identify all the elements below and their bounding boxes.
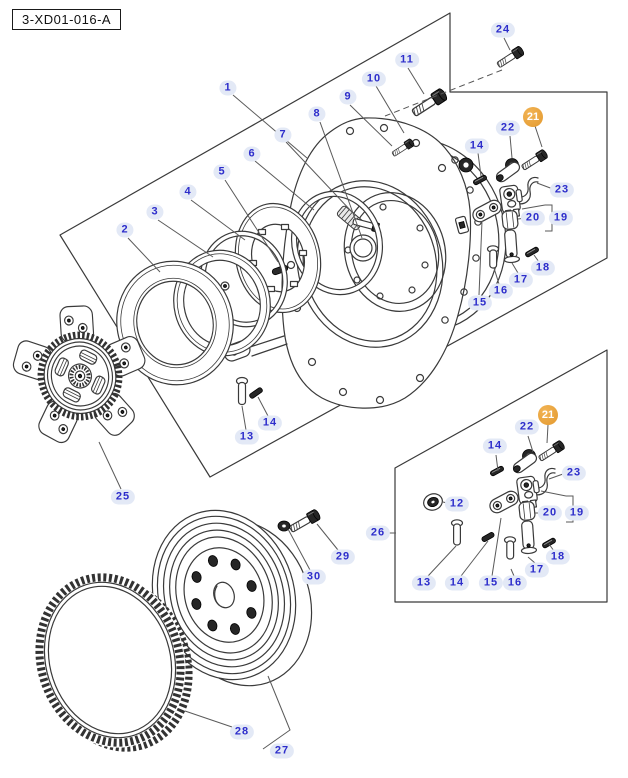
- part-label-16[interactable]: 16: [488, 283, 514, 299]
- part-label-14[interactable]: 14: [464, 138, 490, 154]
- bolt-24-axis-line: [384, 69, 503, 117]
- part-label-25[interactable]: 25: [110, 489, 136, 505]
- part-label-26[interactable]: 26: [365, 525, 391, 541]
- washer-30-drawing: [277, 520, 291, 532]
- part-label-18[interactable]: 18: [530, 260, 556, 276]
- part-label-19[interactable]: 19: [564, 505, 590, 521]
- part-label-27[interactable]: 27: [269, 743, 295, 759]
- part-label-21-highlighted[interactable]: 21: [523, 107, 543, 127]
- part-label-24[interactable]: 24: [490, 22, 516, 38]
- part-label-1[interactable]: 1: [219, 80, 237, 96]
- part-label-12[interactable]: 12: [444, 496, 470, 512]
- part-label-4[interactable]: 4: [179, 184, 197, 200]
- part-label-23[interactable]: 23: [561, 465, 587, 481]
- ring-gear-drawing: [34, 572, 193, 752]
- pin-14-drawing: [249, 387, 263, 399]
- part-label-18[interactable]: 18: [545, 549, 571, 565]
- part-label-14[interactable]: 14: [482, 438, 508, 454]
- part-label-19[interactable]: 19: [548, 210, 574, 226]
- part-label-17[interactable]: 17: [508, 272, 534, 288]
- seal-12-drawing: [423, 493, 443, 511]
- part-label-2[interactable]: 2: [116, 222, 134, 238]
- part-label-23[interactable]: 23: [549, 182, 575, 198]
- part-label-5[interactable]: 5: [213, 164, 231, 180]
- part-label-22[interactable]: 22: [514, 419, 540, 435]
- part-label-8[interactable]: 8: [308, 106, 326, 122]
- flywheel-drawing: [151, 509, 313, 687]
- part-label-16[interactable]: 16: [502, 575, 528, 591]
- part-label-30[interactable]: 30: [301, 569, 327, 585]
- part-label-14[interactable]: 14: [257, 415, 283, 431]
- part-label-29[interactable]: 29: [330, 549, 356, 565]
- part-label-17[interactable]: 17: [524, 562, 550, 578]
- part-label-7[interactable]: 7: [274, 127, 292, 143]
- drawing-number-box: 3-XD01-016-A: [12, 9, 122, 30]
- leader-lines: [98, 37, 574, 750]
- part-label-9[interactable]: 9: [339, 89, 357, 105]
- detail-view-frame: [394, 349, 608, 603]
- bolt-13-drawing: [235, 376, 249, 406]
- pressure-ring-drawing: [116, 260, 234, 386]
- drawing-number: 3-XD01-016-A: [22, 12, 112, 27]
- clutch-disc-drawing: [12, 305, 146, 444]
- part-label-28[interactable]: 28: [229, 724, 255, 740]
- part-label-22[interactable]: 22: [495, 120, 521, 136]
- part-label-3[interactable]: 3: [146, 204, 164, 220]
- part-label-20[interactable]: 20: [520, 210, 546, 226]
- part-label-14[interactable]: 14: [444, 575, 470, 591]
- part-label-6[interactable]: 6: [243, 146, 261, 162]
- part-label-20[interactable]: 20: [537, 505, 563, 521]
- part-label-11[interactable]: 11: [395, 52, 419, 68]
- main-view-frame: [59, 12, 608, 478]
- release-cluster-lower-drawing: [423, 440, 565, 559]
- part-label-13[interactable]: 13: [234, 429, 260, 445]
- part-label-21-highlighted[interactable]: 21: [538, 405, 558, 425]
- part-label-15[interactable]: 15: [467, 295, 493, 311]
- part-label-13[interactable]: 13: [411, 575, 437, 591]
- part-label-15[interactable]: 15: [478, 575, 504, 591]
- part-label-10[interactable]: 10: [361, 71, 387, 87]
